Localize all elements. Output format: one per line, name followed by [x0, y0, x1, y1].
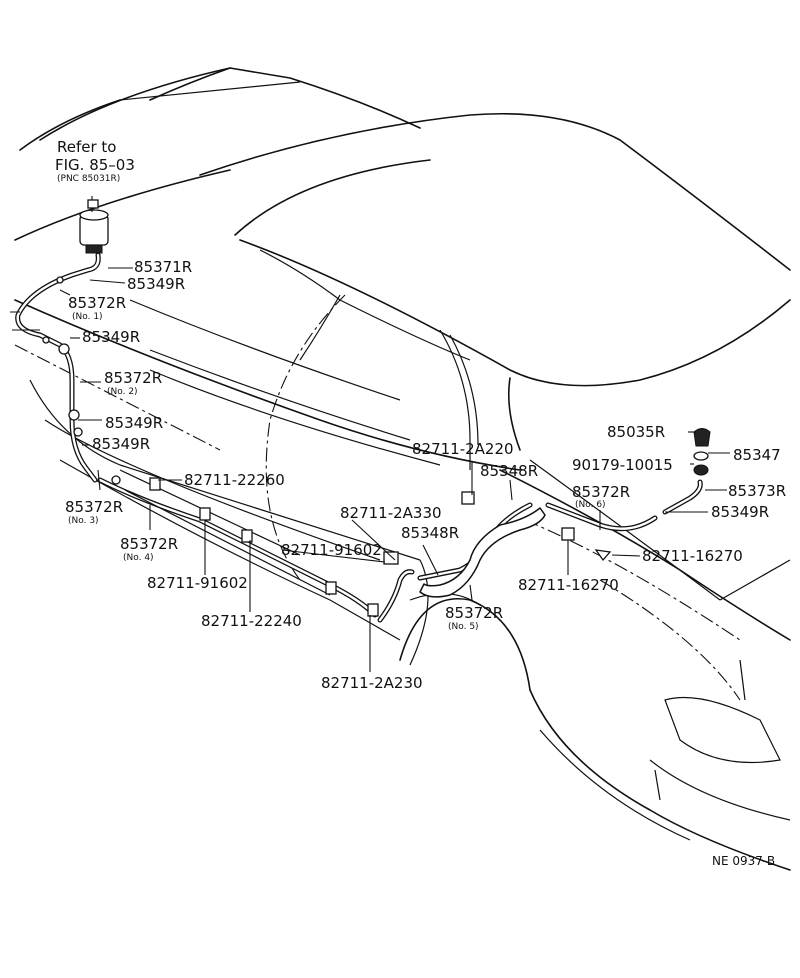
callout-c21: 85372R: [572, 483, 630, 501]
callout-c27: 85349R: [711, 503, 769, 521]
callout-c19-sub: (No. 5): [448, 622, 479, 632]
figure-code: NE 0937-B: [712, 854, 775, 868]
callout-c13: 82711-22240: [201, 612, 302, 630]
callout-c18: 85348R: [480, 462, 538, 480]
callout-c03: 85372R: [68, 294, 126, 312]
callout-c20: 82711-16270: [518, 576, 619, 594]
callout-c15: 82711-2A330: [340, 504, 442, 522]
hose-run-rear: [377, 479, 703, 623]
callout-c07: 85349R: [92, 435, 150, 453]
car-body-outline: [14, 67, 791, 871]
washer-nozzle: [693, 428, 711, 476]
callout-c10: 85372R: [120, 535, 178, 553]
callout-c10-sub: (No. 4): [123, 553, 154, 563]
callout-c01: 85371R: [134, 258, 192, 276]
leader-lines: [10, 267, 730, 672]
callout-c09: 82711-22260: [184, 471, 285, 489]
callout-c12: 82711-91602: [281, 541, 382, 559]
callout-c06: 85349R: [105, 414, 163, 432]
reference-line-1: Refer to: [57, 138, 116, 156]
figure-reference-note: Refer to FIG. 85–03 (PNC 85031R): [55, 138, 135, 184]
reference-line-2: FIG. 85–03: [55, 156, 135, 174]
callout-c19: 85372R: [445, 604, 503, 622]
callout-c11: 82711-91602: [147, 574, 248, 592]
washer-pump-assembly: [79, 196, 109, 254]
callout-c22: 82711-16270: [642, 547, 743, 565]
callout-c25: 90179-10015: [572, 456, 673, 474]
callout-c04: 85349R: [82, 328, 140, 346]
callout-c08: 85372R: [65, 498, 123, 516]
callout-c26: 85373R: [728, 482, 786, 500]
callout-c21-sub: (No. 6): [575, 500, 606, 510]
callout-c02: 85349R: [127, 275, 185, 293]
hose-run-left-vertical: [15, 252, 101, 483]
callout-c14: 82711-2A230: [321, 674, 423, 692]
callout-c23: 85035R: [607, 423, 665, 441]
reference-line-3: (PNC 85031R): [57, 174, 120, 184]
callout-c08-sub: (No. 3): [68, 516, 99, 526]
callout-labels: 85371R 85349R 85372R (No. 1) 85349R 8537…: [65, 258, 786, 692]
callout-c03-sub: (No. 1): [72, 312, 103, 322]
callout-c24: 85347: [733, 446, 781, 464]
callout-c16: 85348R: [401, 524, 459, 542]
callout-c05-sub: (No. 2): [107, 387, 138, 397]
callout-c05: 85372R: [104, 369, 162, 387]
hose-run-rocker: [97, 469, 379, 618]
callout-c17: 82711-2A220: [412, 440, 514, 458]
